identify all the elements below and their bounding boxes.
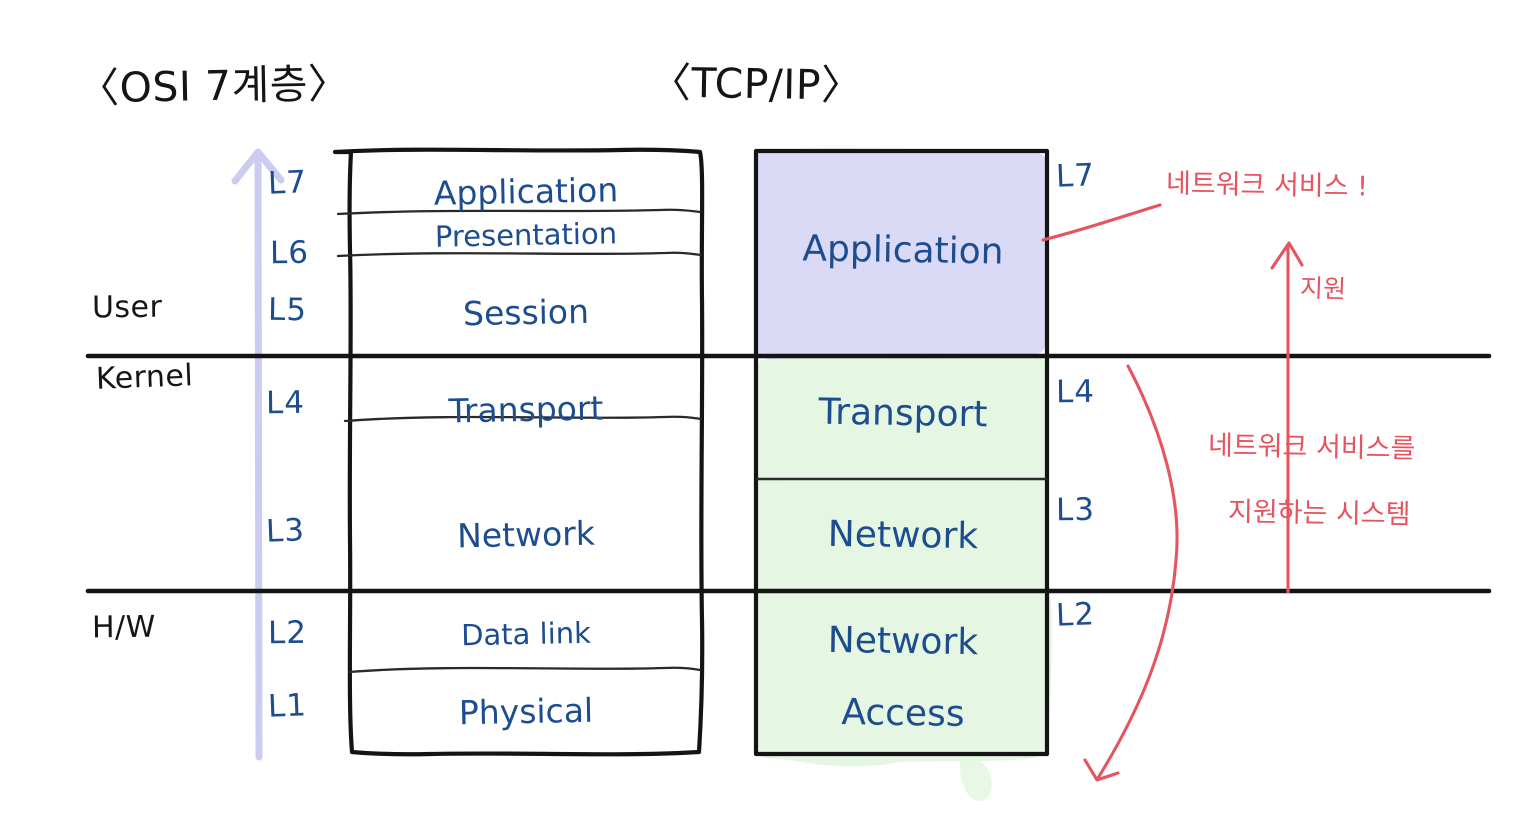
osi-layer-network: Network [456,513,596,556]
tcpip-level-label-l2: L2 [1055,596,1096,634]
osi-level-label-l5: L5 [267,291,308,329]
leader-line-service [1041,203,1162,242]
osi-level-label-l6: L6 [269,234,310,272]
tcpip-layer-application: Application [802,228,1004,273]
osi-title: 〈OSI 7계층〉 [77,59,350,113]
tcpip-layer-network-access-line1: Network [827,619,979,664]
highlight-network-green [757,480,1048,590]
osi-layer-physical: Physical [458,690,594,733]
osi-layer-session: Session [462,291,590,334]
red-annotation-strokes [1041,203,1304,782]
osi-layer-data-link: Data link [460,615,592,653]
annotation-network-service: 네트워크 서비스 ! [1165,168,1369,203]
scope-brace-tip [1083,758,1120,782]
osi-layer-transport: Transport [448,388,604,431]
annotation-system-line1: 네트워크 서비스를 [1207,430,1416,465]
upward-direction-arrow [231,148,285,761]
osi-level-label-l7: L7 [267,164,308,202]
tcpip-layer-network: Network [827,513,979,558]
osi-stack-box [332,147,705,757]
annotation-system-line2: 지원하는 시스템 [1227,496,1411,531]
highlight-application-lavender [753,148,1046,360]
zone-rules [85,353,1492,594]
annotation-support: 지원 [1299,273,1347,304]
osi-layer-presentation: Presentation [434,216,618,254]
tcpip-title: 〈TCP/IP〉 [649,58,863,110]
osi-level-label-l4: L4 [265,384,306,422]
highlight-smudge-bottom [959,755,992,802]
divider-l4-l3 [343,415,703,423]
tcpip-stack-box [753,148,1050,757]
support-arrow-head [1270,241,1304,270]
osi-level-label-l3: L3 [265,512,306,550]
highlight-fills [753,148,1053,802]
osi-level-label-l2: L2 [267,614,308,652]
divider-l7-l6 [336,208,702,216]
zone-label-user: User [91,289,163,326]
osi-layer-dividers [336,208,703,674]
highlight-network-access-green [754,590,1053,767]
divider-l6-l5 [336,251,703,258]
tcpip-level-label-l3: L3 [1055,491,1096,529]
highlight-transport-green [754,356,1050,485]
tcpip-layer-network-access-line2: Access [841,692,965,735]
scope-brace-arc [1096,364,1179,780]
tcpip-layer-transport: Transport [818,391,988,436]
tcpip-level-label-l4: L4 [1055,373,1096,411]
divider-l2-l1 [347,666,702,674]
zone-label-kernel: Kernel [95,358,194,397]
osi-layer-application: Application [433,170,619,213]
osi-level-label-l1: L1 [267,687,308,725]
zone-label-hw: H/W [91,609,157,646]
tcpip-level-label-l7: L7 [1055,157,1096,195]
